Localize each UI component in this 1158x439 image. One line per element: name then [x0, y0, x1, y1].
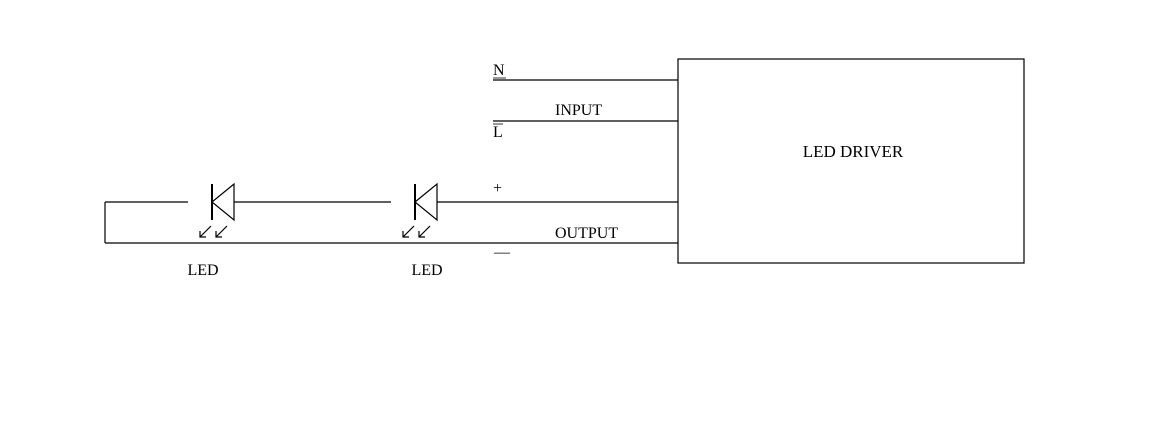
led-emission-arrows-icon — [199, 225, 228, 238]
input-label: INPUT — [555, 102, 602, 119]
led-label: LED — [411, 262, 442, 279]
output-positive-label: + — [493, 180, 502, 197]
led-driver-label: LED DRIVER — [803, 142, 904, 161]
led-symbol — [199, 182, 235, 238]
output-label: OUTPUT — [555, 225, 618, 242]
input-n-label: N — [493, 62, 505, 79]
led-symbol — [402, 182, 438, 238]
led-label: LED — [187, 262, 218, 279]
led-diode-triangle — [414, 182, 438, 222]
led-diode-triangle — [211, 182, 235, 222]
led-driver-box — [677, 58, 1025, 264]
output-negative-label: — — [493, 244, 511, 261]
led-emission-arrows-icon — [402, 225, 431, 238]
input-l-label: L — [493, 124, 503, 141]
